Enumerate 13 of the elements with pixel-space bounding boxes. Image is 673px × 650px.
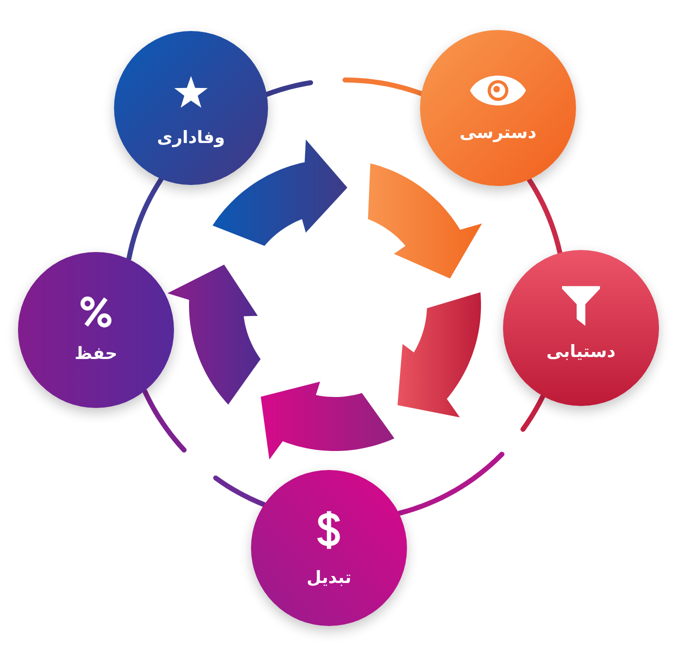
ring-arc <box>213 475 266 507</box>
stage-label: وفاداری <box>157 128 225 148</box>
ring-arc <box>342 78 424 96</box>
stage-label: حفظ <box>74 344 118 364</box>
ring-arc <box>396 452 504 516</box>
ring-arc <box>264 80 314 97</box>
ring-arc <box>126 176 164 261</box>
ring-arc <box>142 389 187 453</box>
stage-label: دستیابی <box>546 342 616 362</box>
stage-label: تبدیل <box>306 568 352 588</box>
ring-arc <box>520 394 546 432</box>
stage-label: دسترسی <box>460 122 536 144</box>
ring-arc <box>526 177 562 255</box>
